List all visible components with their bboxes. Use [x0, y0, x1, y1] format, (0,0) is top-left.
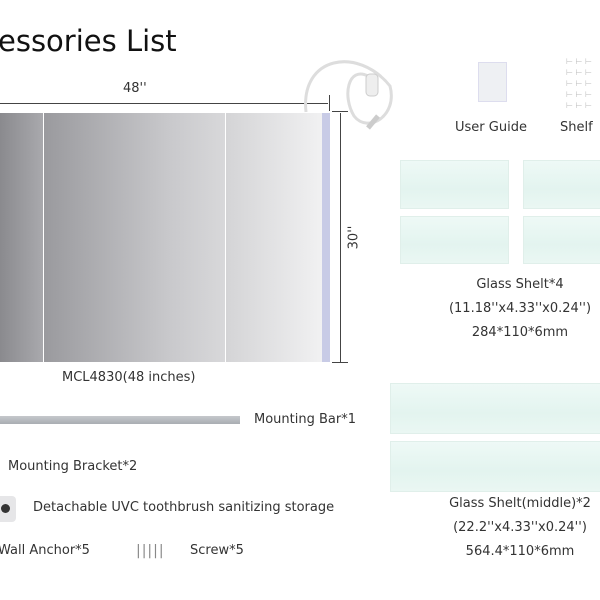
- width-dimension-line: [0, 103, 328, 104]
- glass-shelf-image: [523, 160, 600, 209]
- glass-shelf-middle-image: [390, 383, 600, 434]
- user-guide-label: User Guide: [455, 120, 527, 135]
- glass-shelf-image: [400, 216, 509, 264]
- glass-shelf-inches: (11.18''x4.33''x0.24''): [448, 301, 592, 316]
- height-dimension-line: [340, 113, 341, 362]
- dimension-tick: [329, 95, 330, 111]
- model-label: MCL4830(48 inches): [62, 370, 196, 385]
- dimension-tick: [332, 362, 348, 363]
- uvc-sanitizer-icon: [0, 496, 16, 522]
- uvc-label: Detachable UVC toothbrush sanitizing sto…: [33, 500, 335, 515]
- glass-shelf-name: Glass Shelt*4: [476, 277, 564, 292]
- height-label: 30'': [346, 225, 362, 250]
- glass-shelf-middle-name: Glass Shelt(middle)*2: [449, 496, 591, 511]
- wall-anchor-label: Wall Anchor*5: [0, 543, 90, 558]
- mirror-cabinet-image: [0, 113, 330, 362]
- user-guide-icon: [478, 62, 507, 102]
- mounting-bar-label: Mounting Bar*1: [254, 412, 356, 427]
- glass-shelf-image: [400, 160, 509, 209]
- glass-shelf-mm: 284*110*6mm: [471, 325, 569, 340]
- shelf-pins-icon: ⊢ ⊢ ⊢⊢ ⊢ ⊢⊢ ⊢ ⊢⊢ ⊢ ⊢⊢ ⊢ ⊢: [566, 57, 592, 110]
- shelf-label: Shelf: [560, 120, 593, 135]
- glass-shelf-middle-image: [390, 441, 600, 492]
- mounting-bar-image: [0, 416, 240, 424]
- screw-label: Screw*5: [190, 543, 244, 558]
- page-title: essories List: [0, 24, 177, 58]
- dimension-tick: [332, 111, 348, 112]
- width-label: 48'': [123, 81, 147, 96]
- glass-shelf-middle-inches: (22.2''x4.33''x0.24''): [453, 520, 587, 535]
- glass-shelf-image: [523, 216, 600, 264]
- mounting-bracket-label: Mounting Bracket*2: [8, 459, 138, 474]
- glass-shelf-middle-mm: 564.4*110*6mm: [465, 544, 575, 559]
- screws-icon: |||||: [136, 543, 165, 559]
- power-cord-icon: [304, 60, 393, 130]
